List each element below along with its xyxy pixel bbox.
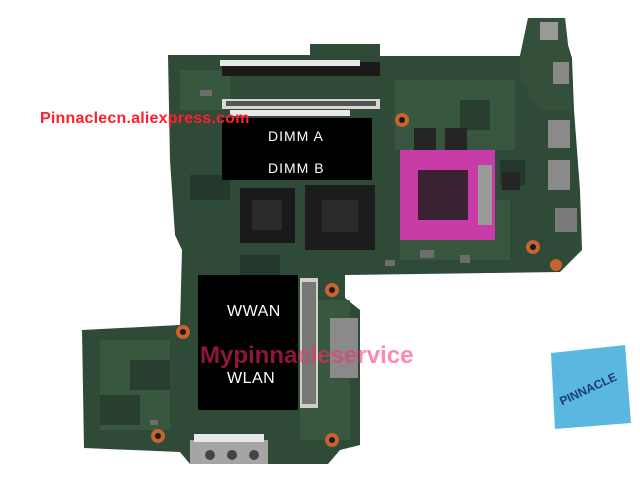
dimm-area (222, 118, 372, 180)
service-watermark: Mypinnacleservice (200, 342, 414, 369)
dimm-b-label: DIMM B (268, 160, 325, 176)
wlan-label: WLAN (227, 370, 276, 387)
dimm-a-label: DIMM A (268, 128, 324, 144)
store-url-watermark: Pinnaclecn.aliexpress.com (40, 110, 250, 127)
wwan-label: WWAN (227, 303, 281, 320)
wwan-wlan-area (198, 275, 298, 410)
pinnacle-logo: PINNACLE (551, 345, 631, 429)
